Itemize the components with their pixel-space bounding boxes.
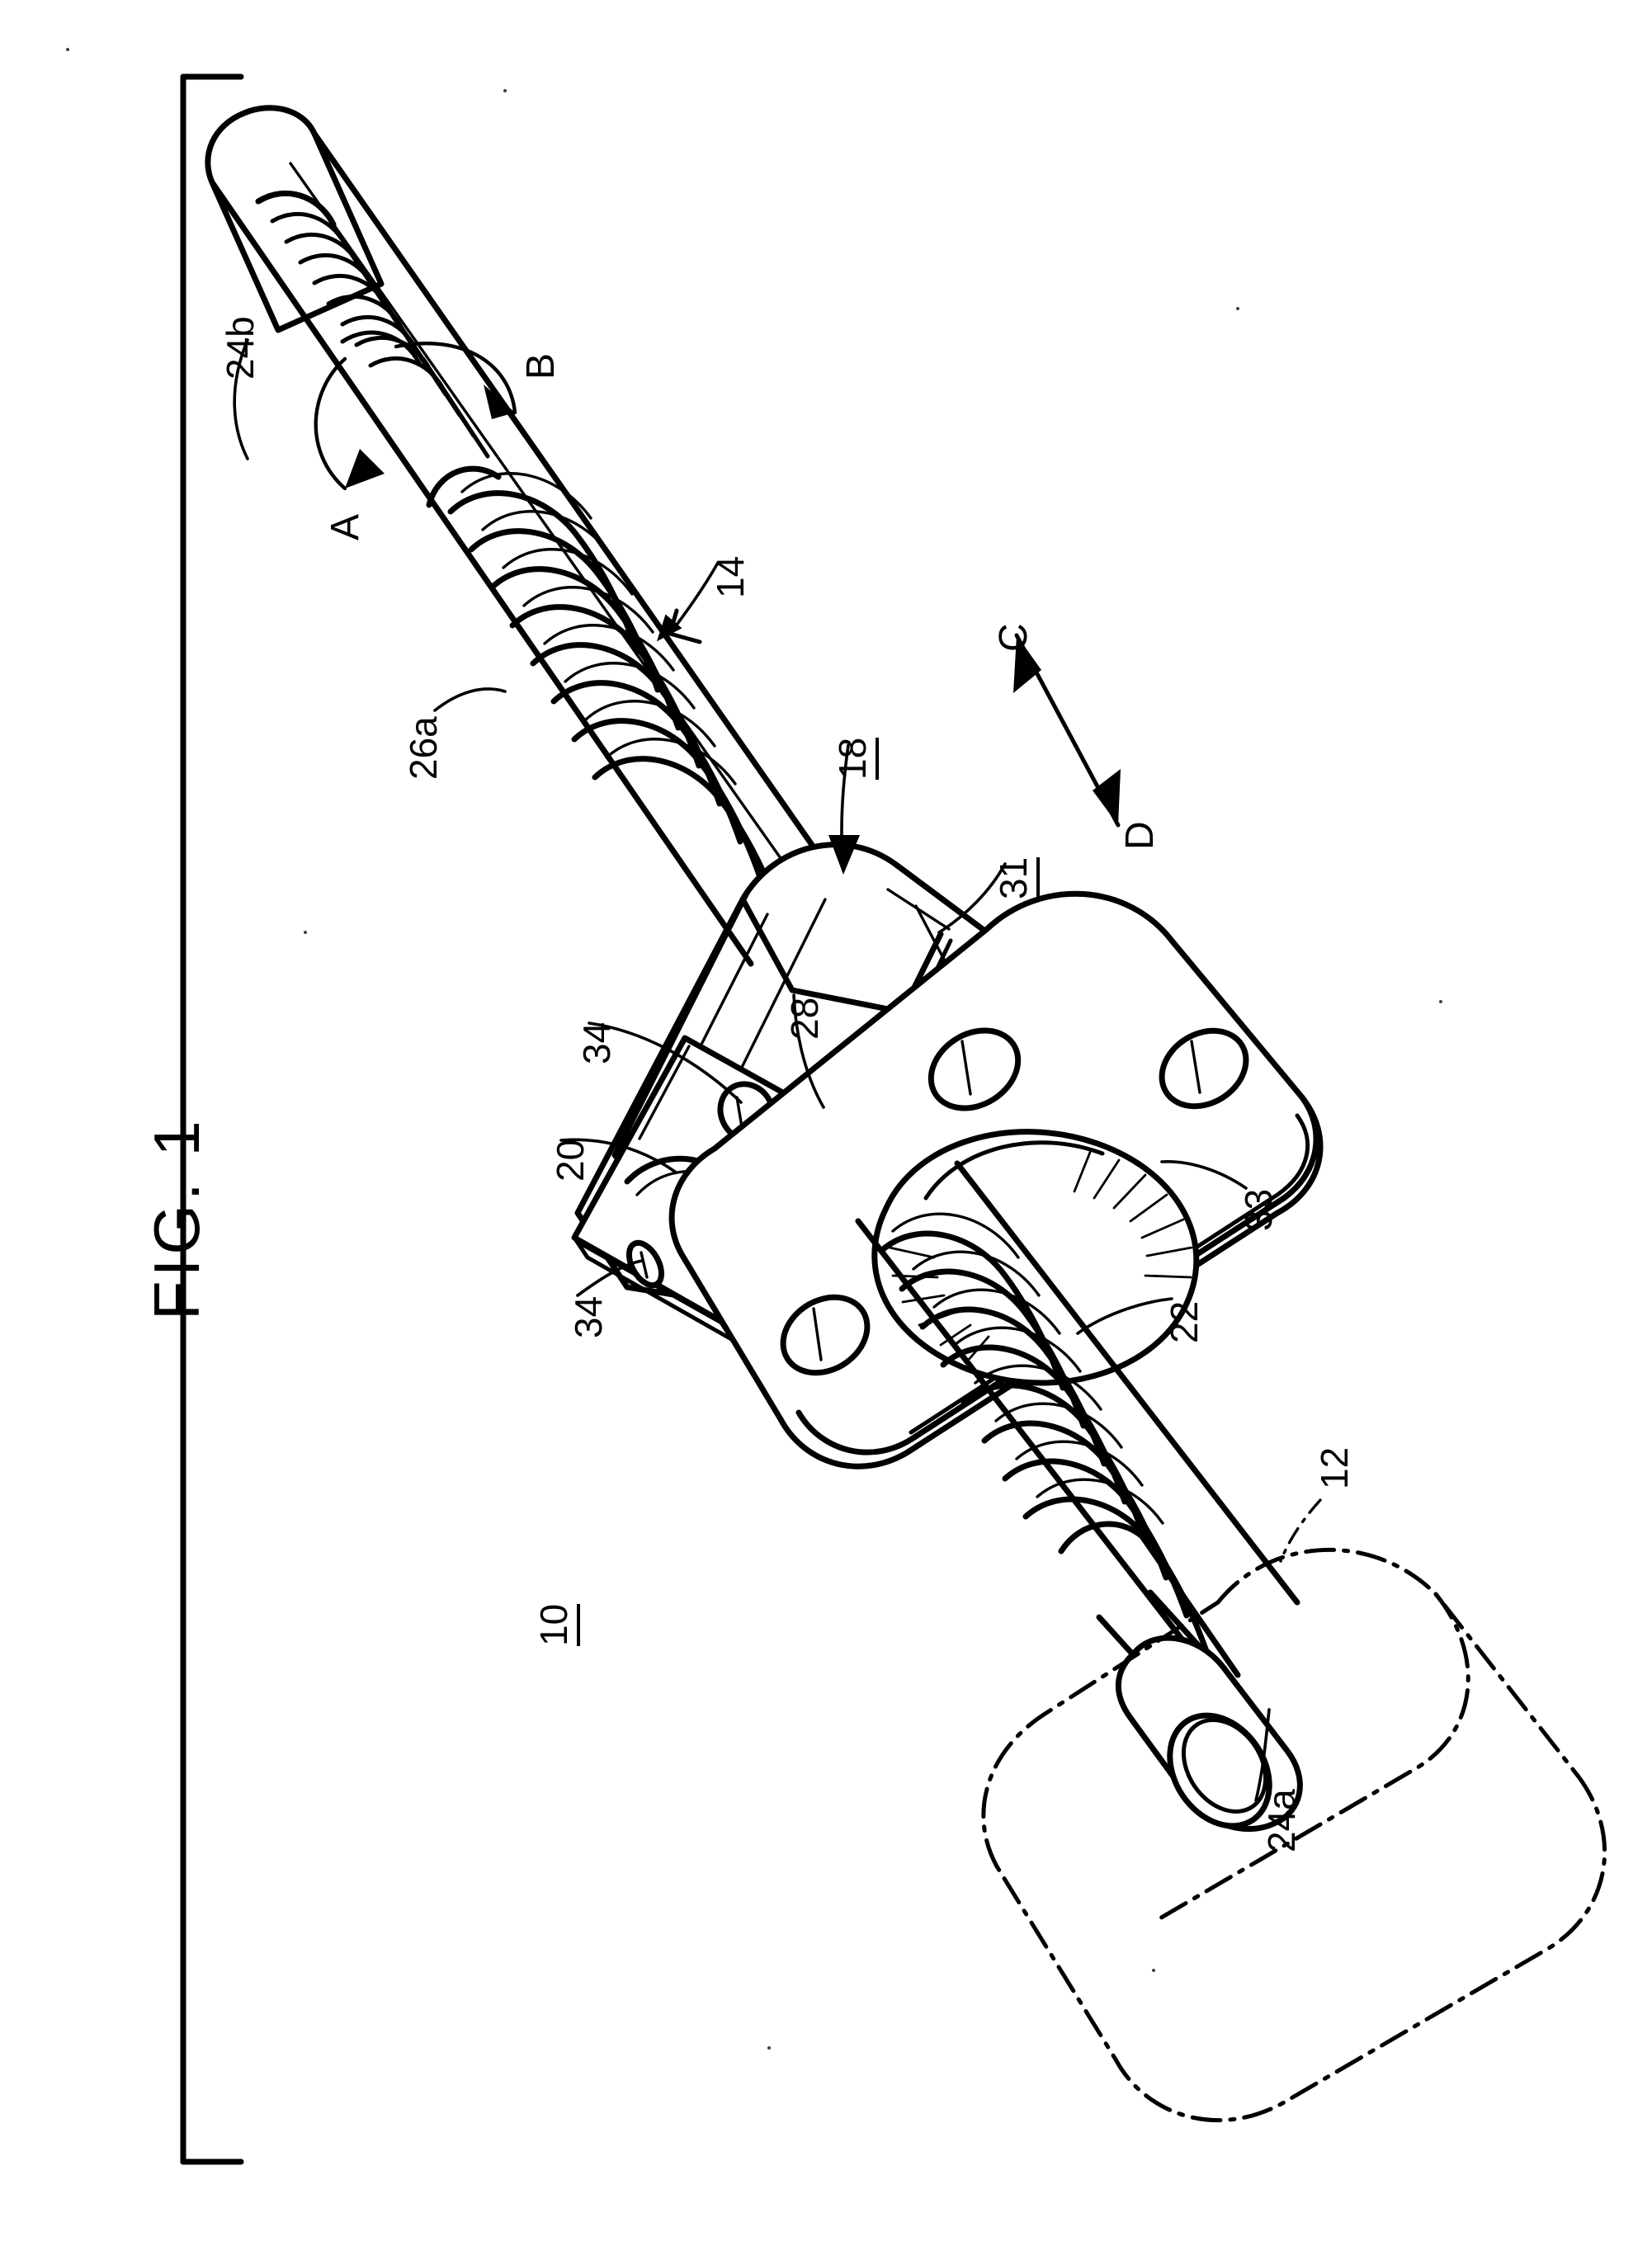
bolt-hole-1 (927, 1027, 1022, 1111)
scan-speck (1152, 1969, 1155, 1972)
bolt-hole-3 (780, 1294, 871, 1376)
screw-shaft (205, 105, 861, 967)
ref-numeral-22: 22 (1163, 1300, 1206, 1343)
scan-speck (503, 89, 507, 92)
translation-label-d: D (1118, 821, 1162, 850)
ref-numeral-24a: 24a (1260, 1789, 1303, 1852)
ref-numeral-20: 20 (549, 1139, 592, 1182)
leader-lines (233, 338, 1322, 1802)
translation-label-c: C (992, 623, 1036, 652)
scan-speck (767, 2046, 771, 2050)
ref-numeral-24b: 24b (219, 316, 262, 380)
translation-arrow-cd (1013, 633, 1121, 828)
ref-numeral-10: 10 (532, 1603, 580, 1646)
ref-numeral-34-upper: 34 (575, 1021, 618, 1064)
ref-numeral-31: 31 (992, 856, 1040, 899)
ref-numeral-18: 18 (831, 737, 879, 780)
ref-numeral-14: 14 (709, 555, 752, 598)
ref-numeral-26a: 26a (402, 716, 445, 780)
scan-speck (1439, 1000, 1442, 1003)
figure-title: FIG. 1 (140, 1116, 213, 1320)
screw-shaft-lower (855, 1160, 1303, 1833)
bolt-hole-2 (1159, 1027, 1249, 1110)
flange-center-bore (871, 1129, 1200, 1386)
ball-screw-groove-upper (447, 472, 785, 921)
rotation-label-b: B (519, 352, 563, 380)
frame-bracket (180, 73, 244, 2165)
ball-screw-groove-lower (878, 1212, 1211, 1657)
ref-numeral-33: 33 (1237, 1188, 1280, 1231)
ref-numeral-28: 28 (783, 997, 826, 1040)
flange (668, 890, 1324, 1470)
shaft-end-24a (1116, 1635, 1303, 1833)
rotation-label-a: A (323, 513, 367, 540)
rotation-arrow-b (394, 342, 517, 419)
scan-speck (304, 931, 307, 934)
scan-speck (66, 48, 69, 51)
rotation-arrow-a (314, 356, 385, 491)
motor-body (981, 1547, 1607, 2123)
ref-numeral-34-lower: 34 (567, 1295, 610, 1338)
scan-speck (1236, 307, 1239, 310)
ref-numeral-12: 12 (1313, 1446, 1356, 1489)
